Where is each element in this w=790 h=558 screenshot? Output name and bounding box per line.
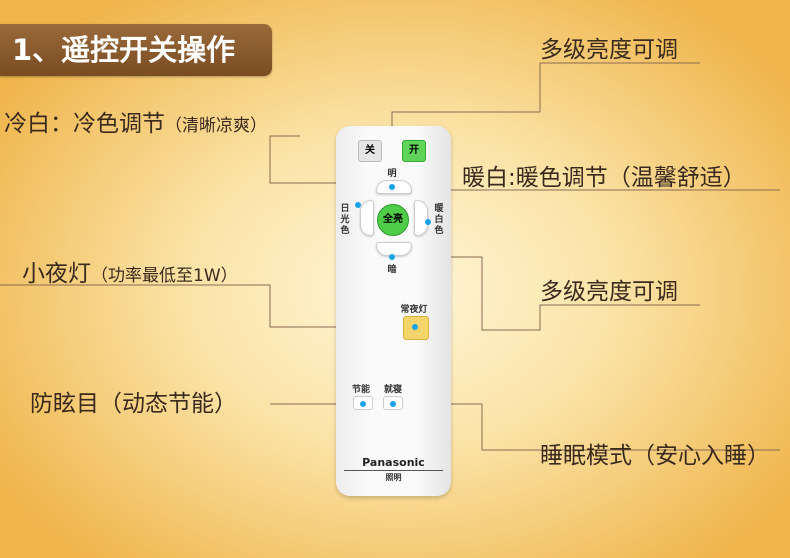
full-bright-button[interactable]: 全亮 xyxy=(377,204,409,236)
daylight-label: 日光色 xyxy=(340,204,350,236)
callout-dot xyxy=(389,254,395,260)
callout-dot xyxy=(390,401,396,407)
bright-label: 明 xyxy=(387,169,397,179)
sleep-label: 就寝 xyxy=(383,385,402,395)
on-button[interactable]: 开 xyxy=(402,140,426,162)
remote-control: 关 开 明 全亮 日光色 暖白色 暗 常夜灯 节能 就寝 Panasonic 照… xyxy=(336,126,451,496)
label-brightness-bottom: 多级亮度可调 xyxy=(540,279,678,305)
cool-white-note: （清晰凉爽） xyxy=(165,116,267,136)
label-night-light: 小夜灯（功率最低至1W） xyxy=(22,254,238,288)
callout-dot xyxy=(360,401,366,407)
night-light-note: （功率最低至1W） xyxy=(91,266,238,286)
eco-label: 节能 xyxy=(351,385,370,395)
label-anti-glare: 防眩目（动态节能） xyxy=(30,391,237,417)
label-warm-white: 暖白:暖色调节（温馨舒适） xyxy=(462,165,746,191)
brand-logo: Panasonic xyxy=(362,456,425,469)
daylight-button[interactable] xyxy=(360,200,374,236)
callout-dot xyxy=(355,202,361,208)
callout-dot xyxy=(389,184,395,190)
night-light-text: 小夜灯 xyxy=(22,261,91,287)
brand-sub: 照明 xyxy=(385,473,402,482)
callout-dot xyxy=(425,219,431,225)
divider xyxy=(344,470,443,471)
label-sleep-mode: 睡眠模式（安心入睡） xyxy=(540,443,770,469)
callout-dot xyxy=(412,324,418,330)
label-cool-white: 冷白：冷色调节（清晰凉爽） xyxy=(4,104,267,138)
night-light-label: 常夜灯 xyxy=(400,305,428,315)
warm-label: 暖白色 xyxy=(434,204,444,236)
off-button[interactable]: 关 xyxy=(358,140,382,162)
warm-button[interactable] xyxy=(414,200,428,236)
section-title: 1、遥控开关操作 xyxy=(0,24,272,76)
dark-label: 暗 xyxy=(387,265,397,275)
label-brightness-top: 多级亮度可调 xyxy=(540,37,678,63)
cool-white-text: 冷白：冷色调节 xyxy=(4,111,165,137)
